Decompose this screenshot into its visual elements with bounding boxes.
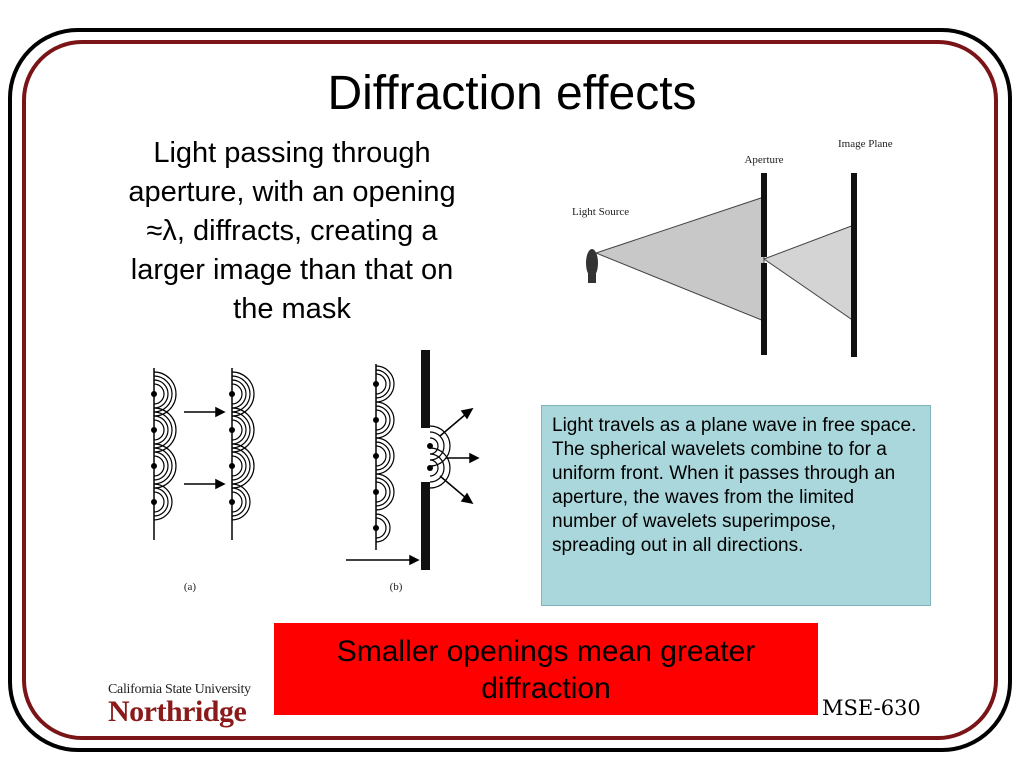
incoming-arrow-b — [346, 554, 420, 566]
point-sources-a-right — [229, 391, 235, 505]
slide-outer-frame — [8, 28, 1012, 752]
slide-title: Diffraction effects — [327, 67, 697, 120]
course-code: MSE-630 — [822, 696, 921, 720]
highlight-banner: Smaller openings mean greater diffractio… — [274, 623, 818, 715]
aperture-barrier-bottom — [761, 263, 767, 355]
image-plane-bar — [851, 173, 857, 357]
aperture-barrier-top — [761, 173, 767, 257]
panel-a-label: (a) — [184, 581, 197, 593]
wavelet-diagram: (a) (b) — [151, 350, 480, 593]
propagation-arrows-a — [184, 406, 226, 490]
image-plane-label: Image Plane — [838, 138, 893, 150]
slide-inner-frame — [22, 40, 998, 740]
barrier-b-top — [421, 350, 430, 428]
diffracted-wavelets-b — [429, 425, 451, 489]
light-source-base — [588, 271, 596, 283]
panel-b-label: (b) — [390, 581, 403, 593]
wavelets-a-left — [153, 371, 177, 521]
point-sources-a-left — [151, 391, 157, 505]
lead-text: Light passing through aperture, with an … — [128, 137, 456, 325]
diffracted-cone — [762, 224, 855, 322]
explanation-note: Light travels as a plane wave in free sp… — [541, 405, 931, 606]
barrier-b-bottom — [421, 482, 430, 570]
point-sources-b — [373, 381, 379, 531]
spreading-arrows-b — [439, 407, 480, 505]
light-source-label: Light Source — [572, 206, 629, 218]
wavelets-b — [375, 365, 395, 543]
wavelets-a-right — [231, 371, 255, 521]
logo-university-name: California State University — [108, 682, 251, 697]
aperture-label: Aperture — [744, 154, 783, 166]
light-source-icon — [586, 249, 598, 277]
aperture-diagram: Aperture Light Source Image Plane — [572, 138, 893, 357]
point-sources-opening — [427, 443, 433, 471]
logo-campus-name: Northridge — [108, 695, 247, 728]
university-logo: California State University Northridge — [108, 682, 268, 728]
